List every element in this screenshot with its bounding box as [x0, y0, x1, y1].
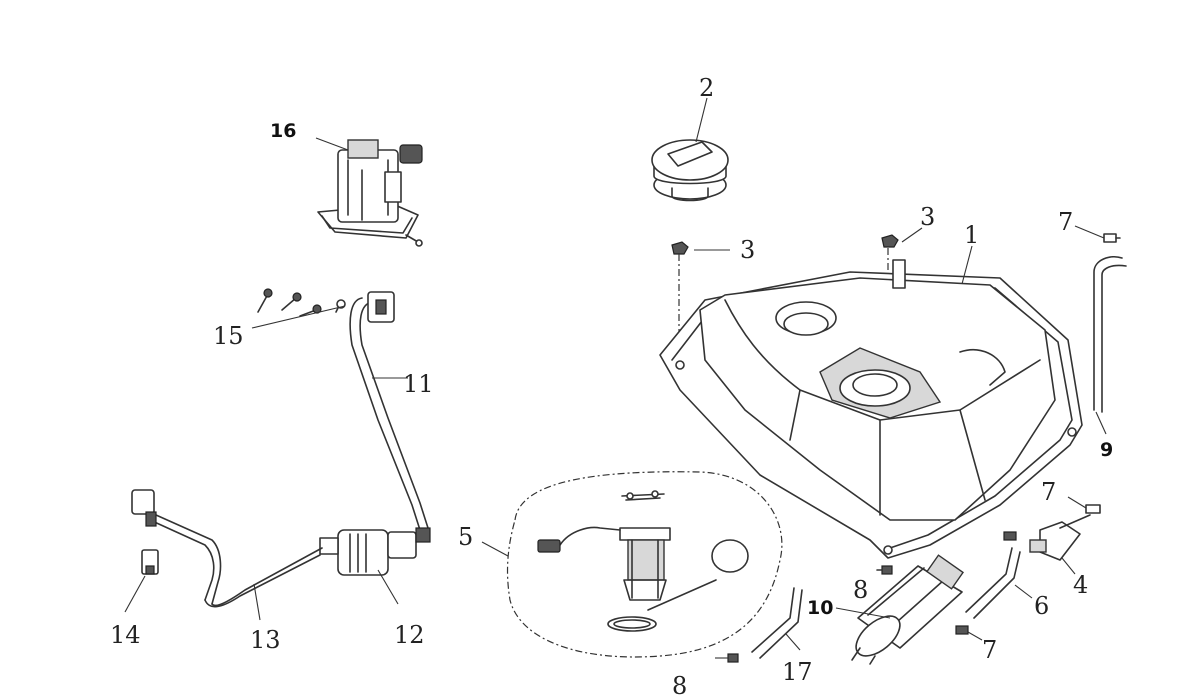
- callout-7-bottom: 7: [982, 636, 997, 664]
- callout-3-left: 3: [740, 236, 755, 264]
- callout-4: 4: [1073, 571, 1088, 599]
- part-12-fuel-filter: [319, 527, 431, 605]
- callout-7-mid: 7: [1041, 478, 1056, 506]
- part-16-fuel-pump-module: [317, 139, 423, 247]
- callout-5: 5: [458, 523, 473, 551]
- callout-16-leader: [315, 137, 349, 151]
- part-1-fuel-tank: [659, 245, 1083, 559]
- part-7-hose-clip-bottom: [955, 625, 983, 641]
- callout-15: 15: [213, 322, 244, 350]
- part-17-hose: [751, 587, 803, 659]
- callout-13: 13: [250, 626, 281, 654]
- callout-17: 17: [782, 658, 813, 686]
- part-14-connector-clip: [124, 549, 159, 613]
- callout-16: 16: [270, 120, 296, 142]
- part-11-fuel-hose: [349, 291, 429, 531]
- callout-14: 14: [110, 621, 141, 649]
- part-8-clip-mid: [876, 565, 893, 575]
- part-15-screws: [251, 288, 346, 329]
- callout-3-right: 3: [920, 203, 935, 231]
- callout-2: 2: [699, 74, 714, 102]
- callout-8-mid: 8: [853, 576, 868, 604]
- part-7-hose-clip-top: [1074, 225, 1121, 243]
- callout-7-top: 7: [1058, 208, 1073, 236]
- part-2-fuel-cap: [651, 97, 729, 202]
- part-6-hose: [965, 547, 1033, 619]
- part-7-hose-clip-mid: [1003, 496, 1101, 541]
- part-10-canister: [835, 554, 964, 665]
- callout-8-bottom: 8: [672, 672, 687, 698]
- callout-12: 12: [394, 621, 425, 649]
- callout-11: 11: [403, 370, 434, 398]
- part-13-fuel-hose: [131, 489, 323, 621]
- callout-10: 10: [807, 597, 833, 619]
- callout-1: 1: [964, 221, 979, 249]
- part-9-breather-hose: [1093, 256, 1127, 435]
- callout-9: 9: [1100, 439, 1113, 461]
- part-5-fuel-level-sensor: [481, 471, 783, 658]
- part-4-fuel-cock: [1029, 514, 1091, 575]
- part-8-clip-bottom: [715, 653, 739, 663]
- callout-6: 6: [1034, 592, 1049, 620]
